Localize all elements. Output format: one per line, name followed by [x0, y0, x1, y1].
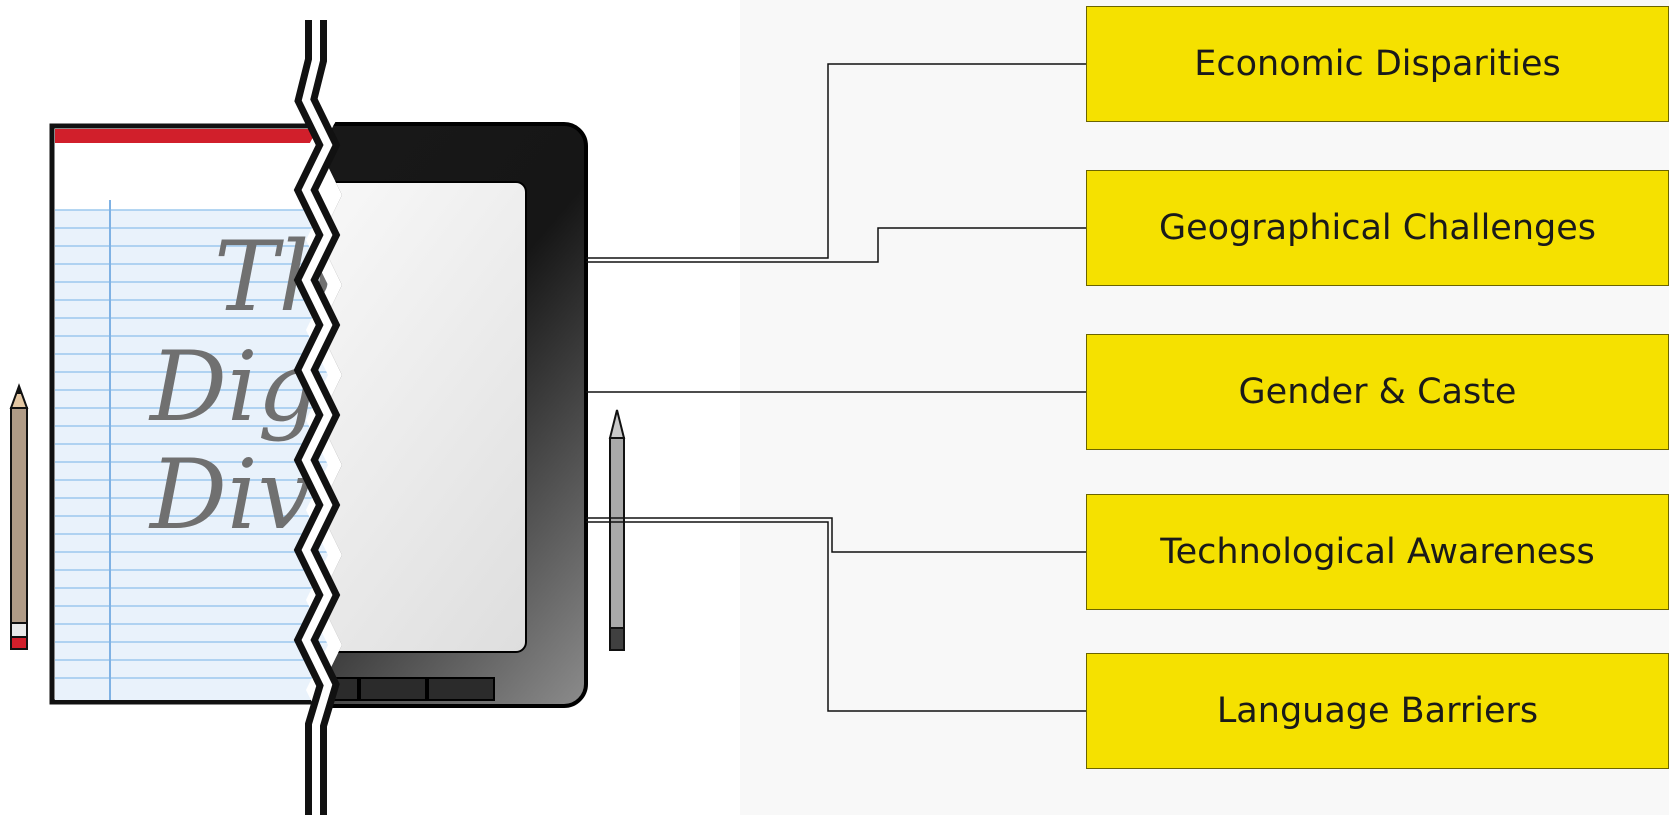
- factor-label: Gender & Caste: [1238, 372, 1517, 412]
- factor-box-language-barriers: Language Barriers: [1086, 653, 1669, 769]
- factor-label: Geographical Challenges: [1158, 208, 1596, 248]
- factor-box-gender-caste: Gender & Caste: [1086, 334, 1669, 450]
- factor-box-economic-disparities: Economic Disparities: [1086, 6, 1669, 122]
- factor-label: Language Barriers: [1216, 691, 1539, 731]
- factor-label: Economic Disparities: [1194, 44, 1561, 84]
- digital-divide-illustration: Th Dig Div he ital ide: [9, 20, 626, 815]
- title-handwritten-line3: Div: [148, 439, 312, 551]
- factor-label: Technological Awareness: [1160, 532, 1595, 572]
- title-handwritten-line2: Dig: [148, 331, 319, 443]
- factor-box-geographical-challenges: Geographical Challenges: [1086, 170, 1669, 286]
- tear-line-icon: [293, 20, 341, 815]
- stylus-icon: [608, 409, 626, 651]
- pencil-icon: [9, 383, 29, 650]
- factor-box-technological-awareness: Technological Awareness: [1086, 494, 1669, 610]
- notebook-icon: Th Dig Div: [49, 123, 328, 705]
